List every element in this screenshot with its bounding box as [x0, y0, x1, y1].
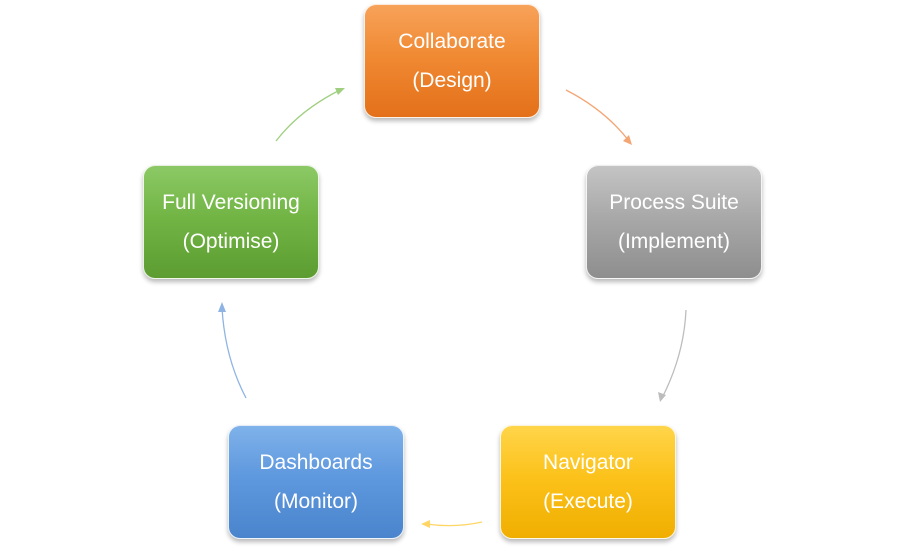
arrowhead-dashboards-to-versioning	[218, 302, 226, 312]
connector-process-to-navigator	[661, 309, 687, 399]
stage-navigator-phase: (Execute)	[543, 490, 633, 513]
connector-dashboards-to-versioning	[221, 307, 247, 399]
stage-collaborate: Collaborate (Design)	[364, 4, 540, 118]
connector-navigator-to-dashboards	[425, 521, 483, 527]
stage-dashboards-phase: (Monitor)	[273, 490, 358, 513]
stage-dashboards-name: Dashboards	[259, 451, 373, 474]
stage-collaborate-phase: (Design)	[412, 69, 492, 92]
arrowhead-collaborate-to-process	[623, 135, 632, 145]
stage-full-versioning: Full Versioning (Optimise)	[143, 165, 319, 279]
stage-full-versioning-name: Full Versioning	[162, 191, 300, 214]
connector-versioning-to-collaborate	[275, 89, 341, 142]
stage-collaborate-name: Collaborate	[398, 30, 506, 53]
arrowhead-navigator-to-dashboards	[421, 520, 430, 528]
stage-navigator: Navigator (Execute)	[500, 425, 676, 539]
arrowhead-process-to-navigator	[658, 392, 666, 402]
stage-dashboards: Dashboards (Monitor)	[228, 425, 404, 539]
stage-full-versioning-phase: (Optimise)	[182, 230, 280, 253]
connector-collaborate-to-process	[565, 89, 630, 142]
stage-navigator-name: Navigator	[543, 451, 633, 474]
stage-process-suite-phase: (Implement)	[617, 230, 731, 253]
stage-process-suite: Process Suite (Implement)	[586, 165, 762, 279]
arrowhead-versioning-to-collaborate	[335, 88, 345, 95]
stage-process-suite-name: Process Suite	[609, 191, 739, 214]
